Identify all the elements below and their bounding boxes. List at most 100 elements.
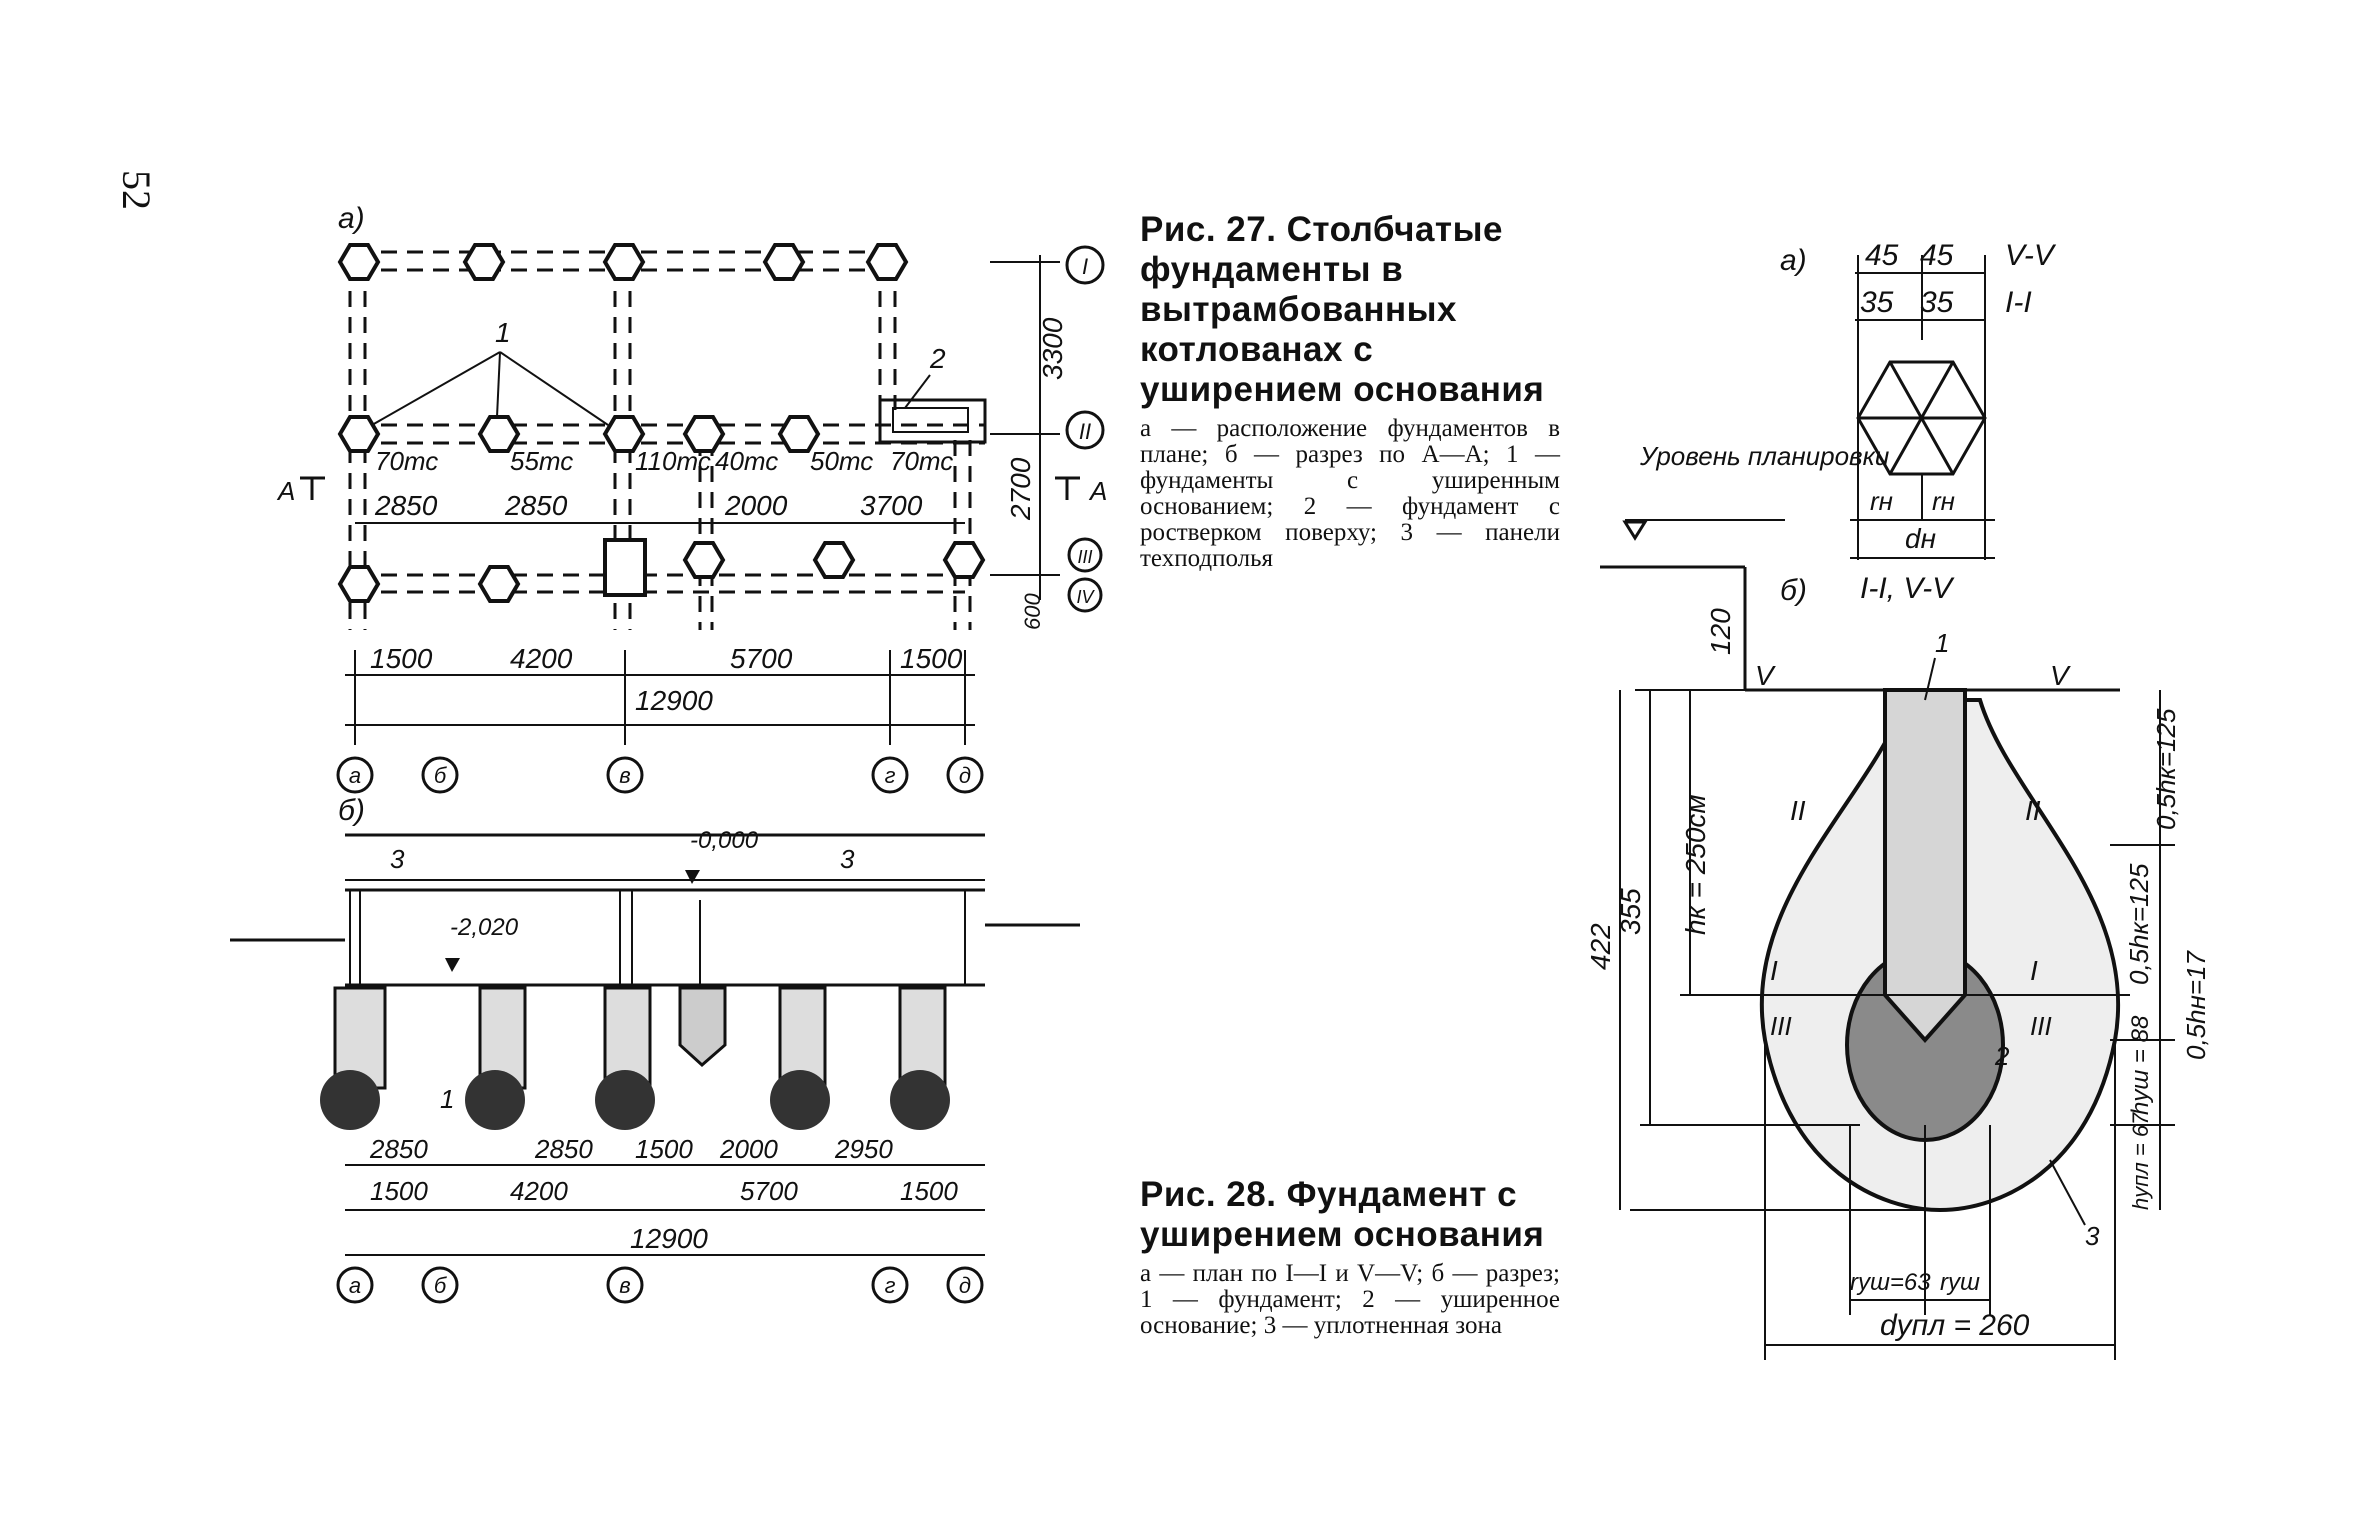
plan-bottom-3: 5700	[730, 643, 793, 674]
dim-422: 422	[1585, 923, 1616, 970]
section-id-V: V-V	[2005, 239, 2057, 272]
mark-III-right: III	[2030, 1011, 2052, 1041]
sect-top-3: 1500	[635, 1134, 693, 1164]
mark-I-right: I	[2030, 955, 2038, 986]
radius-a: rн	[1870, 486, 1893, 516]
sect-top-2: 2850	[534, 1134, 593, 1164]
dim-35-b: 35	[1920, 286, 1954, 319]
row-axis-III: III	[1067, 537, 1103, 573]
plan-total: 12900	[635, 685, 713, 716]
section-id-I: I-I	[2005, 286, 2032, 319]
dim-h-upl: hупл = 67	[2128, 1112, 2153, 1210]
fig27-plan-panel-label: а)	[338, 202, 365, 235]
mark-V-right: V	[2050, 660, 2071, 691]
fig28-caption-block: Рис. 28. Фундамент с уширением основания…	[1140, 1175, 1560, 1339]
fig28-section: Уровень планировки б) 120 1 2 3 V V II I…	[1585, 441, 2211, 1360]
fig27-section-panel-label: б)	[338, 794, 365, 827]
fig27-caption-block: Рис. 27. Столбчатые фундаменты в вытрамб…	[1140, 210, 1560, 572]
fig27-section: б) 3 3 -0,000 -2,020	[230, 794, 1080, 1304]
grade-label: Уровень планировки	[1639, 441, 1889, 471]
fig28-callout-3: 3	[2085, 1221, 2100, 1251]
section-mark-right: А	[1055, 476, 1107, 506]
pile-shaft	[1883, 688, 1967, 1044]
plan-bottom-1: 1500	[370, 643, 433, 674]
fig27-caption: а — расположение фундаментов в плане; б …	[1140, 415, 1560, 572]
svg-text:в: в	[619, 1273, 630, 1298]
svg-text:А: А	[1088, 476, 1107, 506]
dim-355: 355	[1615, 888, 1646, 935]
svg-text:а: а	[349, 1273, 361, 1298]
plan-span-2: 2850	[504, 490, 568, 521]
plan-section-bottom: I-I, V-V	[1860, 572, 1955, 605]
mark-I-left: I	[1770, 955, 1778, 986]
section-callout-3a: 3	[390, 844, 405, 874]
sect-top-1: 2850	[369, 1134, 428, 1164]
col-axes-section: а б в г д	[336, 1266, 984, 1304]
plan-diameter: dн	[1905, 523, 1936, 554]
load-6: 70тс	[890, 446, 953, 476]
plan-span-4: 3700	[860, 490, 923, 521]
plan-span-1: 2850	[374, 490, 438, 521]
load-4: 40тс	[715, 446, 778, 476]
plan-callout-1: 1	[495, 317, 511, 348]
svg-text:а: а	[349, 763, 361, 788]
dim-d-upl: dупл = 260	[1880, 1309, 2030, 1342]
fig28-callout-1: 1	[1935, 628, 1949, 658]
fig27-title: Рис. 27. Столбчатые фундаменты в вытрамб…	[1140, 210, 1545, 409]
svg-text:I: I	[1082, 254, 1088, 279]
dim-h-ush: hуш = 88	[2127, 1015, 2154, 1115]
section-mark-left: А	[276, 476, 325, 506]
row-spacing-1: 3300	[1037, 317, 1068, 380]
sect-top-4: 2000	[719, 1134, 778, 1164]
row-axis-II: II	[1065, 410, 1105, 450]
dim-half-hk-bottom: 0,5hк=125	[2124, 863, 2154, 985]
row-axis-IV: IV	[1067, 577, 1103, 613]
svg-text:А: А	[276, 476, 295, 506]
fig28-plan-panel-label: а)	[1780, 244, 1807, 277]
mark-II-left: II	[1790, 795, 1806, 826]
svg-text:д: д	[959, 1273, 971, 1298]
svg-text:III: III	[1077, 547, 1092, 567]
fig28-callout-2: 2	[1994, 1041, 2010, 1071]
load-3: 110тс	[635, 446, 711, 476]
fig28-title: Рис. 28. Фундамент с уширением основания	[1140, 1175, 1545, 1254]
section-total: 12900	[630, 1223, 708, 1254]
plan-bottom-2: 4200	[510, 643, 573, 674]
mark-II-right: II	[2025, 795, 2041, 826]
sect-bottom-4: 1500	[900, 1176, 958, 1206]
dim-half-hn: 0,5hн=17	[2181, 949, 2211, 1060]
load-2: 55тс	[510, 446, 573, 476]
svg-text:II: II	[1079, 419, 1091, 444]
level-top: -0,000	[690, 827, 759, 854]
sect-bottom-3: 5700	[740, 1176, 798, 1206]
sect-bottom-2: 4200	[510, 1176, 568, 1206]
svg-text:д: д	[959, 763, 971, 788]
plan-bottom-4: 1500	[900, 643, 963, 674]
radius-b: rн	[1932, 486, 1955, 516]
plan-span-3: 2000	[724, 490, 788, 521]
row-axis-I: I	[1065, 245, 1105, 285]
dim-120: 120	[1705, 608, 1736, 655]
dim-r-ush2: rуш	[1940, 1269, 1980, 1296]
mark-V-left: V	[1755, 660, 1776, 691]
mark-III-left: III	[1770, 1011, 1792, 1041]
svg-text:б: б	[434, 763, 448, 788]
dim-45-a: 45	[1865, 239, 1899, 272]
section-callout-1: 1	[440, 1084, 454, 1114]
dim-r-ush: rуш=63	[1850, 1269, 1931, 1296]
section-callout-3b: 3	[840, 844, 855, 874]
fig27-plan: а)	[276, 202, 1107, 794]
plan-callout-2: 2	[929, 343, 946, 374]
svg-text:IV: IV	[1076, 587, 1095, 607]
sect-bottom-1: 1500	[370, 1176, 428, 1206]
svg-text:г: г	[885, 1273, 896, 1298]
section-piles	[320, 986, 950, 1130]
load-5: 50тс	[810, 446, 873, 476]
fig28-plan: а) 45 45 35 35 V-V I-I rн rн dн I-I, V-V	[1780, 239, 2057, 605]
dim-half-hk-top: 0,5hк=125	[2151, 708, 2181, 830]
svg-text:б: б	[434, 1273, 448, 1298]
svg-text:в: в	[619, 763, 630, 788]
dim-35-a: 35	[1860, 286, 1894, 319]
fig28-caption: а — план по I—I и V—V; б — разрез; 1 — ф…	[1140, 1260, 1560, 1339]
